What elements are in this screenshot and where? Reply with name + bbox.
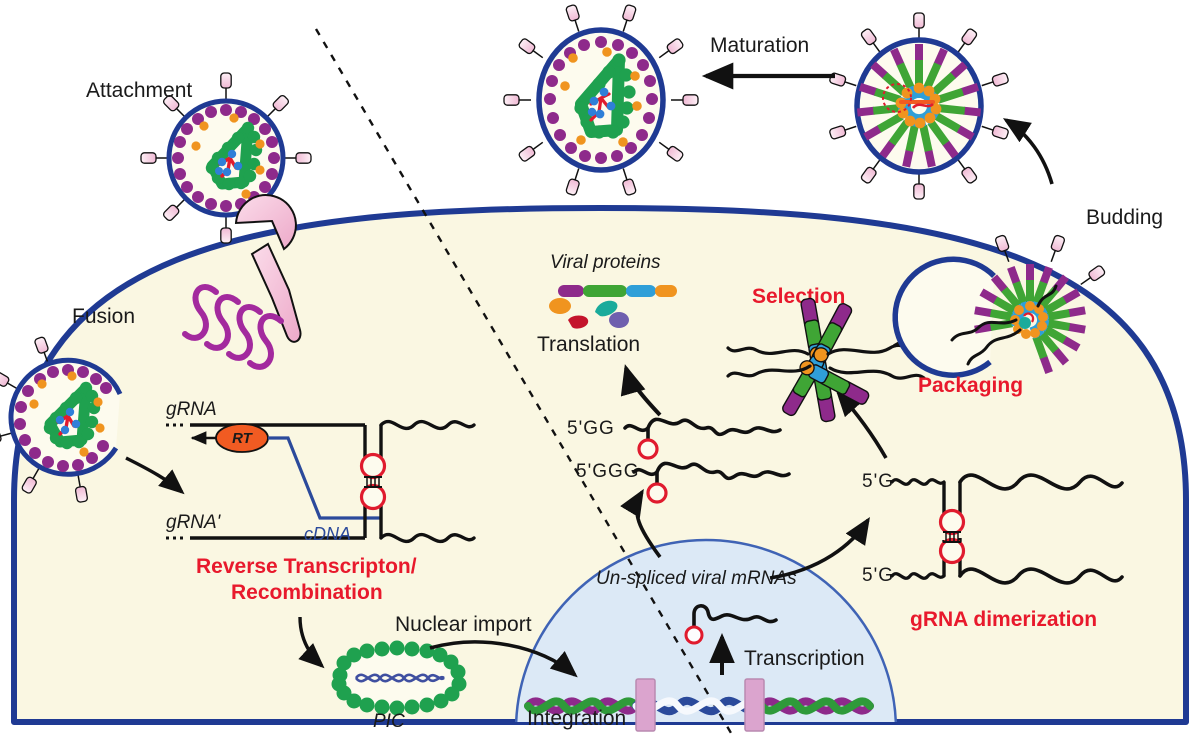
label-viral-proteins: Viral proteins <box>550 252 661 273</box>
arrow-nuclear-export-left <box>620 488 662 559</box>
viral-protein-icons <box>549 285 677 329</box>
arrow-nuclear-import <box>429 640 578 678</box>
label-maturation: Maturation <box>710 34 809 57</box>
virion-immature-extracellular <box>828 12 1010 200</box>
arrow-nuclear-export-right <box>769 516 870 580</box>
protein-blob-red <box>568 315 589 329</box>
virion-fusion <box>0 335 123 504</box>
dimer-loop-upper <box>938 508 966 536</box>
virion-attachment <box>140 72 312 244</box>
mrna-5p-ggg: 5'GGG <box>576 461 791 504</box>
cdna-strand <box>268 436 380 520</box>
cell-boundary-dashed-divider <box>314 28 733 734</box>
arrow-budding <box>1002 118 1054 185</box>
nucleocapsid-beads <box>1010 301 1048 339</box>
arrow-fusion-to-rt <box>125 456 185 495</box>
kissing-loop-lower <box>359 483 387 511</box>
protein-blob-violet <box>609 312 629 328</box>
selection-gag-complex <box>726 297 926 423</box>
label-grna-prime: gRNA' <box>166 512 222 533</box>
label-grna-cap-top: 5'G <box>862 471 894 492</box>
arrow-dimer-to-selection <box>835 389 888 459</box>
gag-rod <box>799 360 870 405</box>
grna-dimerization-schematic: 5'G 5'G <box>862 471 1124 586</box>
label-packaging: Packaging <box>918 374 1023 397</box>
label-cdna: cDNA <box>304 524 351 544</box>
ltr-box-left <box>635 678 656 732</box>
cell-membrane <box>11 205 1189 725</box>
label-attachment: Attachment <box>86 79 192 102</box>
kissing-loop-upper <box>359 452 387 480</box>
polyprotein-segment-purple <box>558 285 584 297</box>
label-reverse-transcription-2: Recombination <box>231 581 383 604</box>
label-rt: RT <box>232 430 254 447</box>
polyprotein-segment-green <box>583 285 627 297</box>
label-fusion: Fusion <box>72 305 135 328</box>
label-unspliced-mrnas: Un-spliced viral mRNAs <box>596 568 797 589</box>
matrix-layer <box>14 364 112 472</box>
virion-packaging-budding <box>892 233 1107 378</box>
packaged-grna <box>950 284 1058 366</box>
label-transcription: Transcription <box>744 647 865 670</box>
label-cap-gg: 5'GG <box>567 418 615 439</box>
label-grna-cap-bottom: 5'G <box>862 565 894 586</box>
nucleus <box>514 538 898 722</box>
pic-viral-dna <box>354 673 445 683</box>
arrow-translation <box>620 364 662 417</box>
nuclear-envelope <box>514 538 898 722</box>
label-cap-ggg: 5'GGG <box>576 461 640 482</box>
cap-circle-ggg <box>646 482 668 504</box>
capsid-core <box>574 53 636 139</box>
host-cell <box>11 205 1189 725</box>
arrow-rt-to-pic <box>298 616 325 669</box>
reverse-transcription-schematic: gRNA gRNA' RT cDNA <box>166 399 476 544</box>
protein-blob-orange <box>549 298 571 314</box>
chromosomal-dna <box>524 678 874 732</box>
label-pic: PIC <box>373 711 405 732</box>
label-translation: Translation <box>537 333 640 356</box>
label-reverse-transcription-1: Reverse Transcripton/ <box>196 555 417 578</box>
dimer-base-pair-rungs <box>945 532 959 542</box>
ltr-box-right <box>744 678 765 732</box>
capsid-core <box>205 121 263 191</box>
capsid-core <box>43 381 101 450</box>
label-grna-dimerization: gRNA dimerization <box>910 608 1097 631</box>
label-integration: Integration <box>527 707 626 730</box>
cap-circle-gg <box>637 438 659 460</box>
virion-mature-extracellular <box>503 3 699 197</box>
polyprotein-segment-blue <box>626 285 656 297</box>
label-budding: Budding <box>1086 206 1163 229</box>
label-grna: gRNA <box>166 399 217 420</box>
budding-envelope <box>892 256 996 378</box>
nuclear-unspliced-mrna <box>684 604 778 645</box>
polyprotein-segment-orange <box>655 285 677 297</box>
mrna-cap-circle <box>684 625 704 645</box>
pic-capsid-beads <box>331 640 467 716</box>
mrna-5p-gg: 5'GG <box>567 417 782 460</box>
base-pair-rungs <box>366 477 380 487</box>
dimer-loop-lower <box>938 537 966 565</box>
pre-integration-complex <box>331 640 467 716</box>
label-nuclear-import: Nuclear import <box>395 613 532 636</box>
nucleus-contents <box>524 604 874 732</box>
protein-blob-teal <box>595 300 618 317</box>
label-selection: Selection <box>752 285 845 308</box>
core-rna-dimer <box>882 83 935 113</box>
fusion-peptide-coil <box>182 284 284 370</box>
matrix-layer <box>172 104 280 212</box>
